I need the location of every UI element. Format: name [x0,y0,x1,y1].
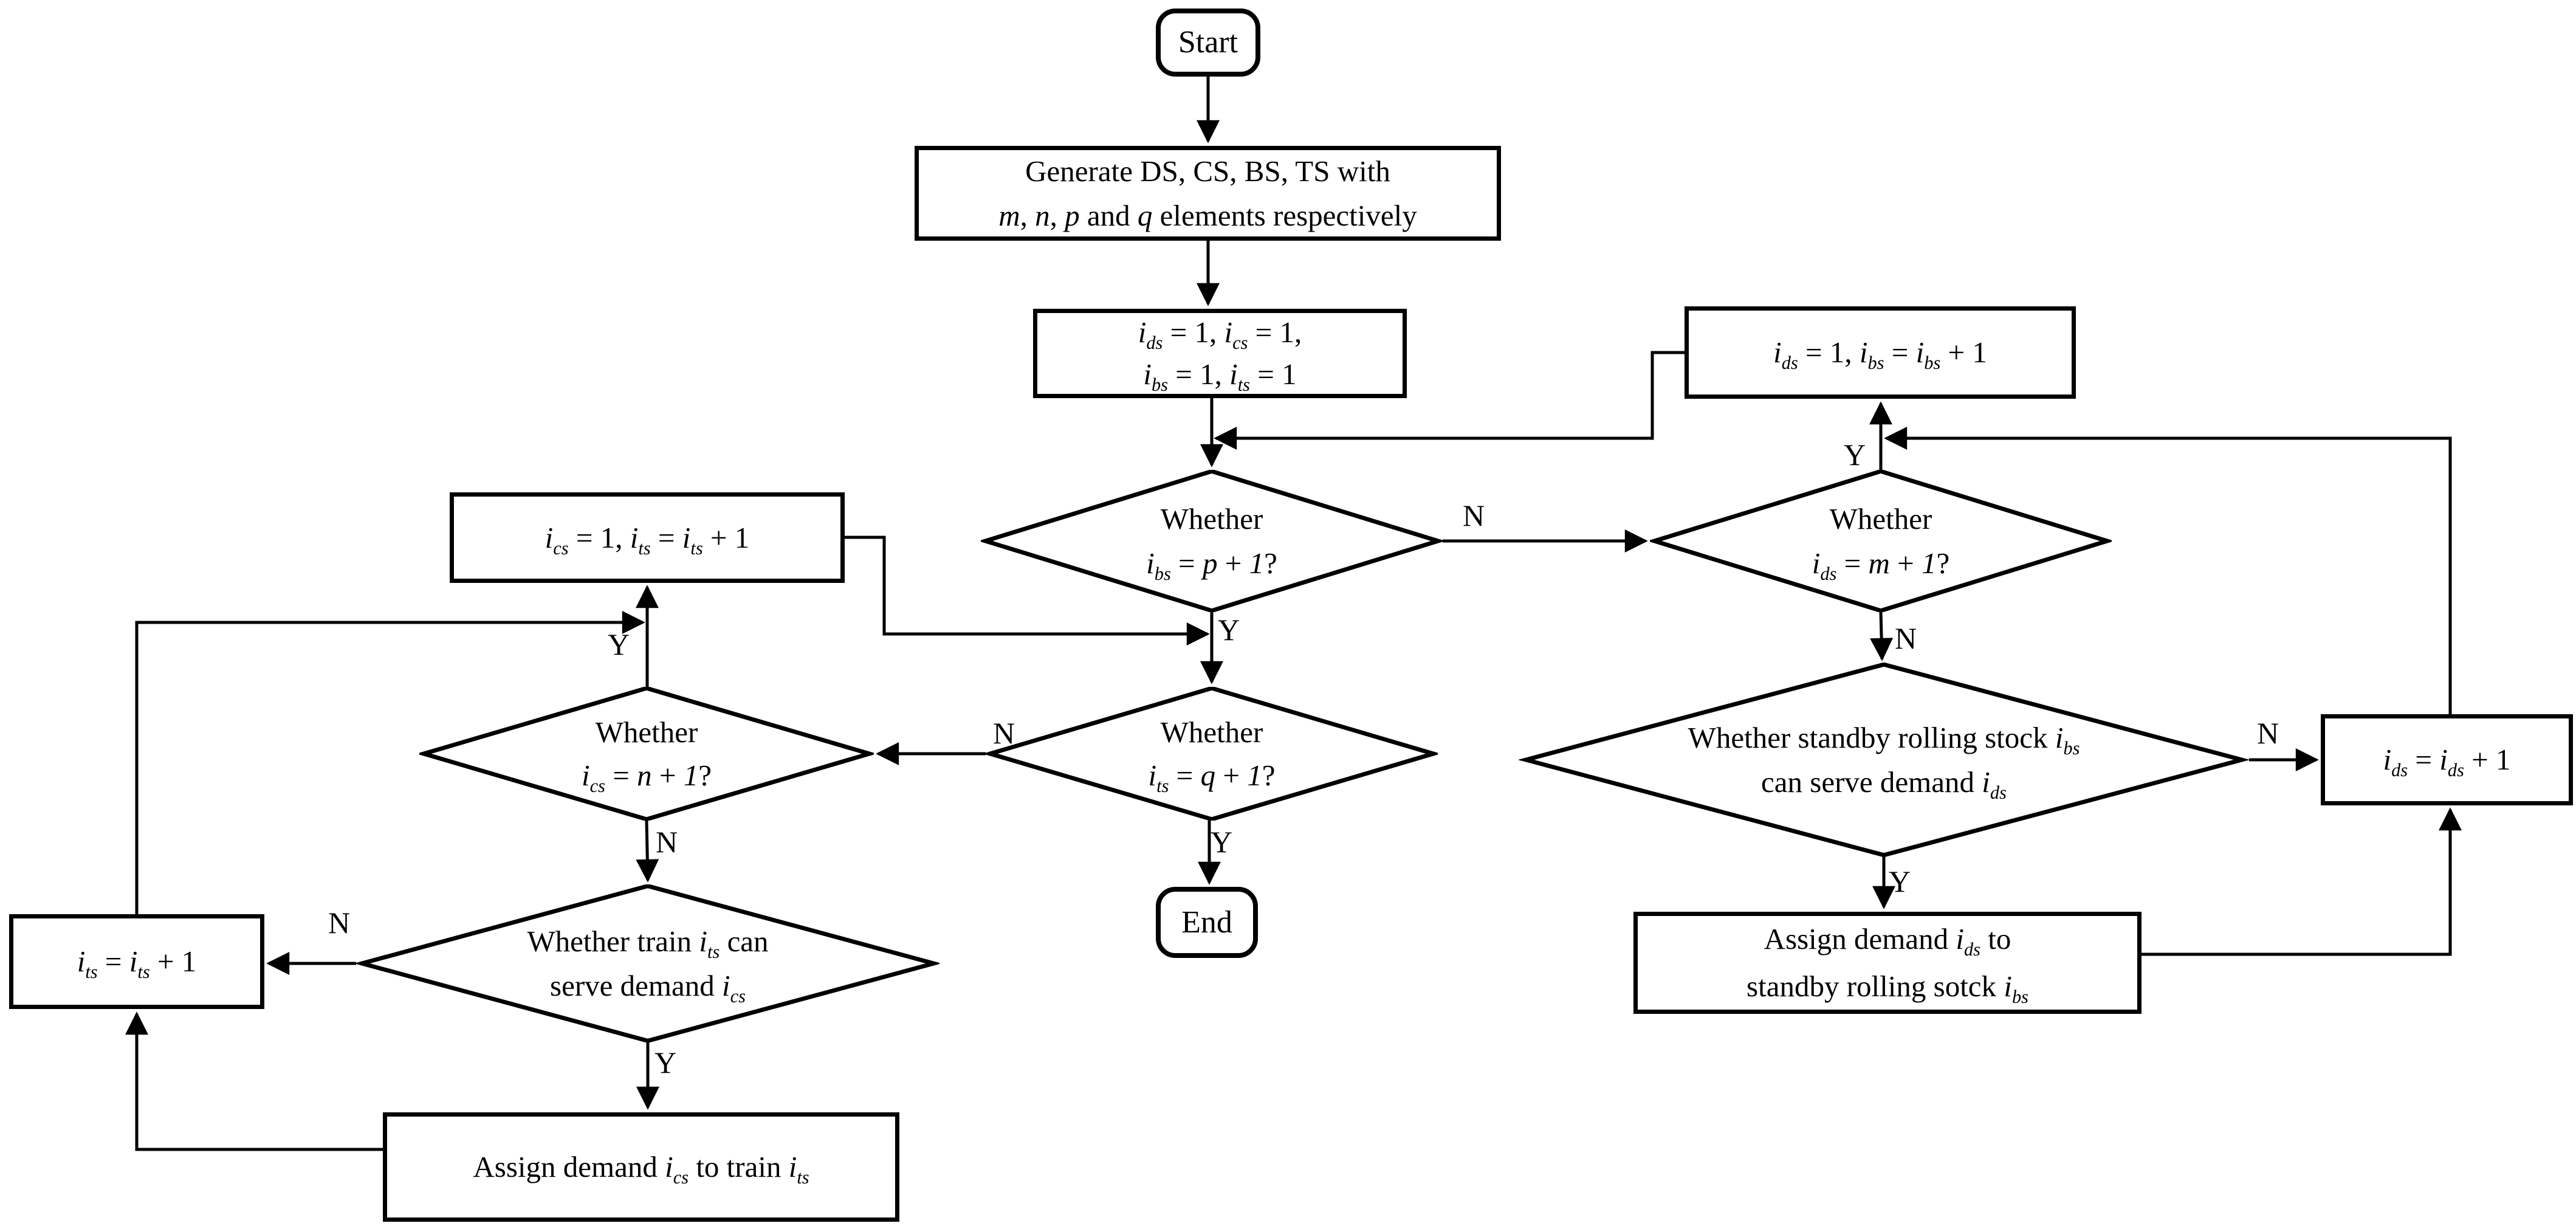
node-text-line: Whether [1160,501,1263,536]
edge-assign-train-to-inc-ts [125,1011,383,1151]
decision-check-ds: Whether ids = m + 1? [1650,470,2112,612]
decision-check-cs: Whether ics = n + 1? [419,687,874,821]
edge-inc-ts-return [135,611,645,914]
process-reset-ds-inc-bs: ids = 1, ibs = ibs + 1 [1685,306,2076,399]
process-assign-standby: Assign demand ids to standby rolling sot… [1633,912,2142,1014]
decision-train-serve: Whether train its can serve demand ics [356,884,939,1042]
node-text-line: its = its + 1 [77,945,197,983]
process-assign-train: Assign demand ics to train its [383,1112,899,1222]
node-text-line: Assign demand ics to train its [473,1150,809,1188]
node-text-line: Whether [1160,715,1263,749]
branch-label-standby-serve-no: N [2256,716,2279,750]
node-text-line: ids = 1, ics = 1, [1138,315,1302,353]
diamond-shape [986,687,1438,821]
branch-label-check-ts-yes: Y [1210,825,1233,859]
start-label: Start [1178,25,1238,60]
diamond-shape [1650,470,2112,612]
node-text-line: ids = 1, ibs = ibs + 1 [1773,336,1987,374]
edge-assign-standby-to-inc-ds [2142,807,2462,956]
node-text-line: serve demand ics [550,969,746,1007]
branch-label-train-serve-yes: Y [654,1045,677,1080]
diamond-shape [419,687,874,821]
branch-label-check-ds-no: N [1894,621,1917,655]
diamond-shape [1519,663,2249,857]
node-start: Start [1156,9,1260,77]
node-text-line: ics = 1, its = its + 1 [544,520,750,559]
node-text-line: Assign demand ids to [1764,921,2011,960]
process-init-counters: ids = 1, ics = 1, ibs = 1, its = 1 [1033,309,1407,398]
node-text-line: standby rolling sotck ibs [1747,969,2028,1007]
edge-check-ds-no [1870,611,1894,661]
edge-reset-cs-merge [845,536,1210,646]
edge-inc-ds-return [1884,427,2452,714]
process-inc-ds: ids = ids + 1 [2321,714,2573,805]
diamond-shape [356,884,939,1042]
process-generate-sets: Generate DS, CS, BS, TS with m, n, p and… [915,146,1501,241]
diamond-shape [981,470,1443,612]
branch-label-train-serve-no: N [328,906,351,940]
process-reset-cs-inc-ts: ics = 1, its = its + 1 [450,492,845,583]
node-text-line: Whether standby rolling stock ibs [1688,720,2080,759]
branch-label-check-bs-yes: Y [1217,613,1240,647]
node-text-line: ibs = p + 1? [1146,546,1277,584]
node-text-line: m, n, p and q elements respectively [998,199,1417,232]
node-text-line: Generate DS, CS, BS, TS with [1025,154,1390,188]
decision-standby-serve: Whether standby rolling stock ibs can se… [1519,663,2249,857]
branch-label-standby-serve-yes: Y [1888,864,1911,898]
edge-reset-bs-return [1214,351,1685,450]
end-label: End [1181,904,1232,940]
process-inc-ts: its = its + 1 [9,914,264,1009]
node-text-line: Whether [1829,501,1932,536]
node-text-line: ibs = 1, its = 1 [1143,357,1297,395]
branch-label-check-ds-yes: Y [1843,438,1866,472]
branch-label-check-cs-no: N [655,825,678,859]
decision-check-ts: Whether its = q + 1? [986,687,1438,821]
branch-label-check-cs-yes: Y [607,627,630,661]
edge-check-cs-no [636,820,659,883]
branch-label-check-ts-no: N [992,716,1015,750]
node-text-line: ids = m + 1? [1812,546,1950,584]
branch-label-check-bs-no: N [1462,498,1485,532]
node-end: End [1156,887,1258,958]
node-text-line: ids = ids + 1 [2383,743,2511,781]
node-text-line: Whether [595,715,698,749]
node-text-line: can serve demand ids [1761,765,2007,803]
decision-check-bs: Whether ibs = p + 1? [981,470,1443,612]
node-text-line: its = q + 1? [1148,759,1276,796]
node-text-line: Whether train its can [527,924,769,962]
node-text-line: ics = n + 1? [582,759,712,796]
